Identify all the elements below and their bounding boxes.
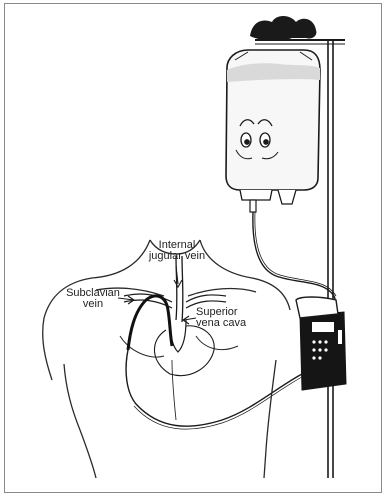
infusion-pump xyxy=(296,297,346,390)
label-superior-vena-cava: Superior vena cava xyxy=(196,307,256,329)
iv-bag xyxy=(226,50,320,212)
label-jugular-line2: jugular vein xyxy=(140,251,214,262)
patient-torso xyxy=(43,240,290,478)
label-subclavian-vein: Subclavian vein xyxy=(62,288,124,310)
hand-icon xyxy=(250,16,316,41)
label-internal-jugular-vein: Internal jugular vein xyxy=(140,240,214,262)
central-catheter xyxy=(128,296,172,350)
iv-tubing-upper xyxy=(253,212,335,310)
label-subclavian-line2: vein xyxy=(62,299,124,310)
label-vena-line2: vena cava xyxy=(196,318,256,329)
